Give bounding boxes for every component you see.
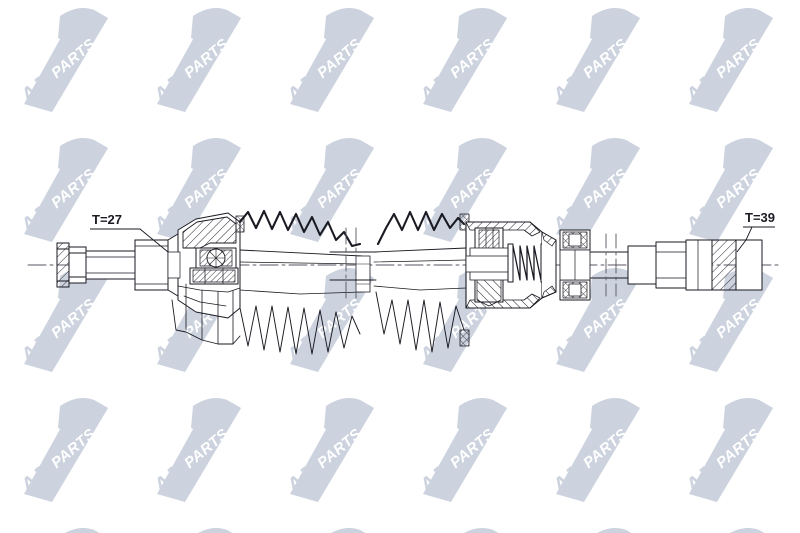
outer-cv-joint-bell (167, 212, 241, 345)
inner-cv-boot (373, 210, 470, 353)
cv-cage (189, 267, 239, 285)
left-spline-label: T=27 (92, 212, 122, 227)
left-leader-line (120, 228, 169, 253)
outer-cv-boot (235, 209, 371, 355)
outer-stub-shaft (85, 250, 136, 280)
right-spline-label: T=39 (745, 210, 775, 225)
intermediate-support-bearing (559, 229, 591, 301)
inner-tripod-housing (465, 221, 557, 309)
stepped-shaft (627, 239, 763, 291)
hub-nut (56, 242, 87, 288)
tripod-roller-upper (469, 227, 509, 261)
tripod-roller-lower (469, 269, 509, 307)
cv-ball-race-upper (195, 247, 237, 269)
